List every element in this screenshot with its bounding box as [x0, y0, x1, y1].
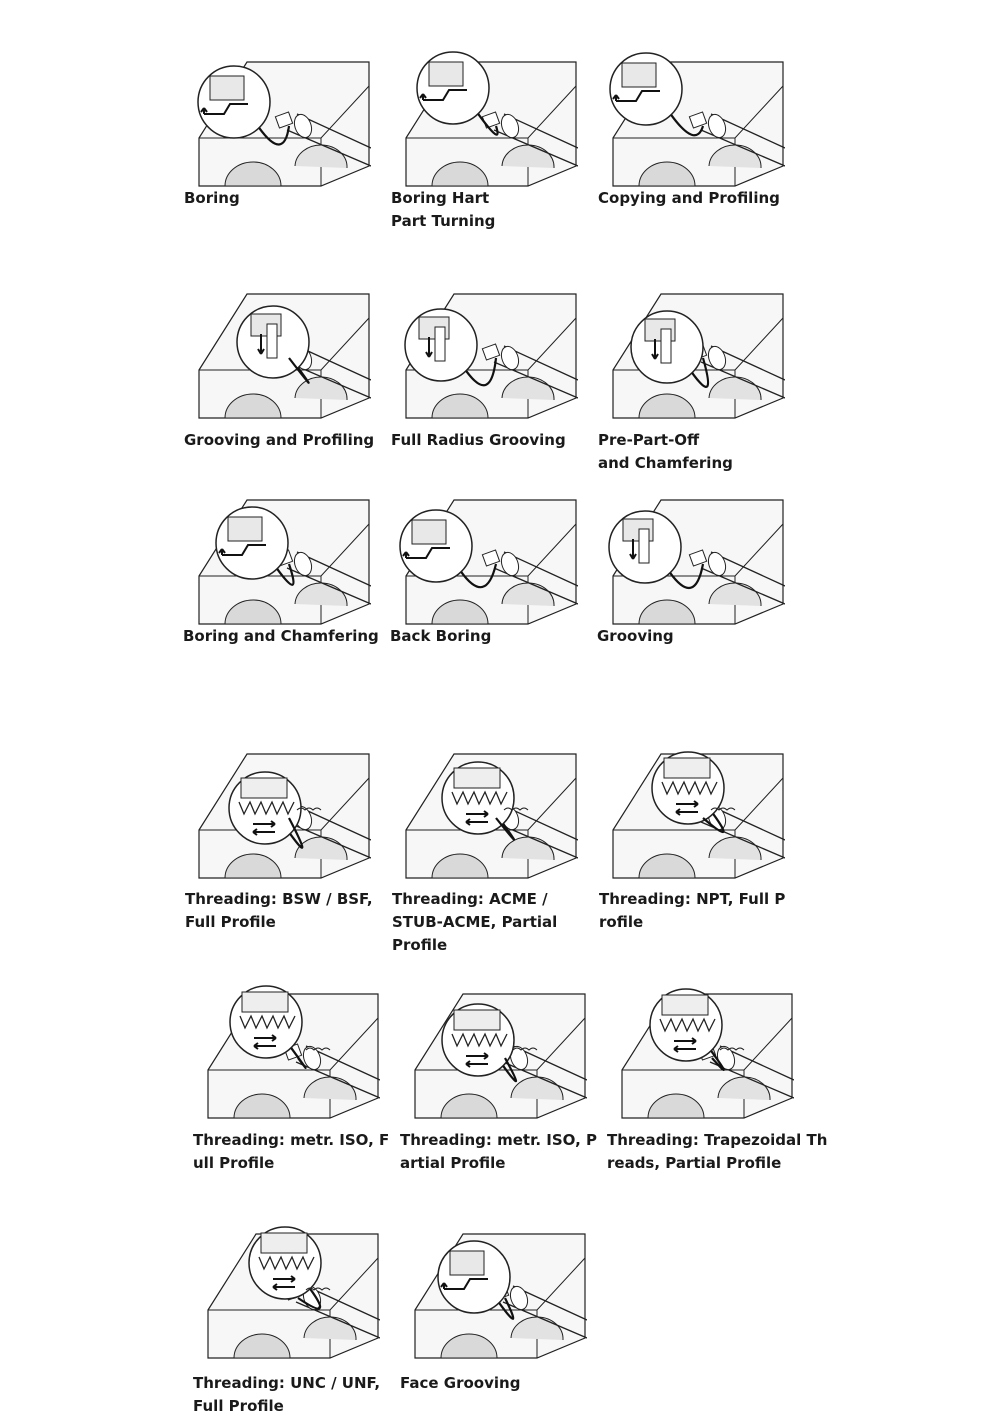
- operation-label: Boring: [184, 189, 240, 207]
- operation-label: Pre-Part-Off and Chamfering: [598, 431, 733, 472]
- operation-label: Threading: NPT, Full P rofile: [599, 890, 786, 931]
- threading-illustration: [401, 980, 587, 1128]
- full-radius-grooving-illustration: [392, 280, 578, 428]
- threading-illustration: [194, 980, 380, 1128]
- grooving-illustration: [599, 486, 785, 634]
- operation-label: Threading: UNC / UNF, Full Profile: [193, 1374, 381, 1415]
- operation-label: Copying and Profiling: [598, 189, 780, 207]
- threading-illustration: [185, 740, 371, 888]
- operation-label: Back Boring: [390, 627, 492, 645]
- operation-label: Full Radius Grooving: [391, 431, 566, 449]
- pre-part-off-chamfering-illustration: [599, 280, 785, 428]
- copying-profiling-illustration: [599, 48, 785, 196]
- operation-label: Threading: Trapezoidal Th reads, Partial…: [607, 1131, 828, 1172]
- operation-label: Threading: metr. ISO, F ull Profile: [193, 1131, 390, 1172]
- operation-label: Threading: metr. ISO, P artial Profile: [400, 1131, 597, 1172]
- grooving-profiling-illustration: [185, 280, 371, 428]
- threading-illustration: [599, 740, 785, 888]
- threading-illustration: [194, 1220, 380, 1368]
- threading-illustration: [608, 980, 794, 1128]
- operation-label: Face Grooving: [400, 1374, 521, 1392]
- boring-hard-part-turning-illustration: [392, 48, 578, 196]
- boring-illustration: [185, 48, 371, 196]
- face-grooving-illustration: [401, 1220, 587, 1368]
- operation-label: Boring and Chamfering: [183, 627, 379, 645]
- operation-label: Boring Hart Part Turning: [391, 189, 496, 230]
- operation-label: Threading: ACME / STUB-ACME, Partial Pro…: [392, 890, 558, 954]
- operation-label: Threading: BSW / BSF, Full Profile: [185, 890, 373, 931]
- threading-illustration: [392, 740, 578, 888]
- back-boring-illustration: [392, 486, 578, 634]
- boring-chamfering-illustration: [185, 486, 371, 634]
- operation-label: Grooving and Profiling: [184, 431, 375, 449]
- operation-label: Grooving: [597, 627, 674, 645]
